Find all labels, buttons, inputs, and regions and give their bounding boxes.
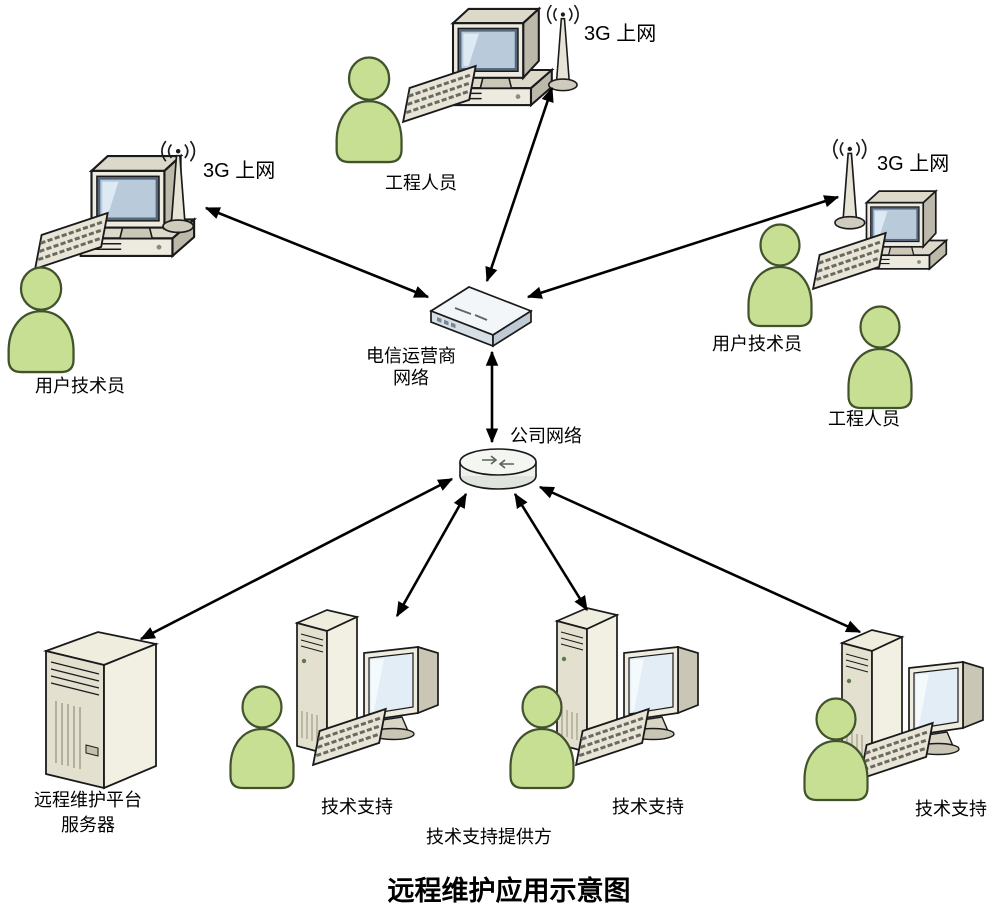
group-users-right: 3G 上网 用户技术员 工程人员 xyxy=(712,138,949,429)
group-maintenance-server: 远程维护平台 服务器 xyxy=(34,631,157,835)
person-icon xyxy=(847,305,913,410)
arrow-switch-topleft xyxy=(204,206,430,299)
role-label: 用户技术员 xyxy=(35,376,125,396)
telecom-network-label-line2: 网络 xyxy=(393,368,429,388)
support-label: 技术支持 xyxy=(915,799,987,819)
connection-arrows xyxy=(139,86,862,641)
arrow-router-support2 xyxy=(513,492,589,612)
server-icon xyxy=(45,631,157,789)
role-label: 用户技术员 xyxy=(712,334,802,354)
group-tech-support-middle: 技术支持 xyxy=(509,607,699,817)
arrow-router-support3 xyxy=(538,485,862,634)
arrow-switch-topcenter xyxy=(485,86,554,283)
antenna-3g-icon xyxy=(833,138,867,230)
group-company-network: 公司网络 xyxy=(459,426,582,490)
group-engineer-top: 3G 上网 工程人员 xyxy=(335,4,656,193)
role-label: 工程人员 xyxy=(828,409,900,429)
telecom-network-label-line1: 电信运营商 xyxy=(366,346,456,366)
server-label-line1: 远程维护平台 xyxy=(34,790,142,810)
support-label: 技术支持 xyxy=(321,797,393,817)
person-icon xyxy=(229,685,295,790)
arrow-router-server xyxy=(139,477,454,641)
antenna-label: 3G 上网 xyxy=(203,159,275,182)
provider-label: 技术支持提供方 xyxy=(426,827,552,847)
router-icon xyxy=(459,448,537,490)
role-label: 工程人员 xyxy=(385,173,457,193)
group-tech-support-left: 技术支持 xyxy=(229,609,439,817)
arrow-switch-topright xyxy=(526,195,840,299)
person-icon xyxy=(747,223,813,328)
diagram-title: 远程维护应用示意图 xyxy=(388,875,631,906)
group-telecom-network: 电信运营商 网络 xyxy=(366,286,532,388)
group-user-technician-left: 3G 上网 用户技术员 xyxy=(7,140,275,396)
antenna-label: 3G 上网 xyxy=(877,152,949,175)
arrow-router-support1 xyxy=(395,492,468,618)
network-switch-icon xyxy=(430,286,532,347)
support-label: 技术支持 xyxy=(612,797,684,817)
antenna-label: 3G 上网 xyxy=(584,22,656,45)
group-tech-support-right: 技术支持 xyxy=(803,629,987,819)
person-icon xyxy=(335,56,403,164)
person-icon xyxy=(7,266,75,374)
company-network-label: 公司网络 xyxy=(510,426,582,446)
server-label-line2: 服务器 xyxy=(61,815,115,835)
